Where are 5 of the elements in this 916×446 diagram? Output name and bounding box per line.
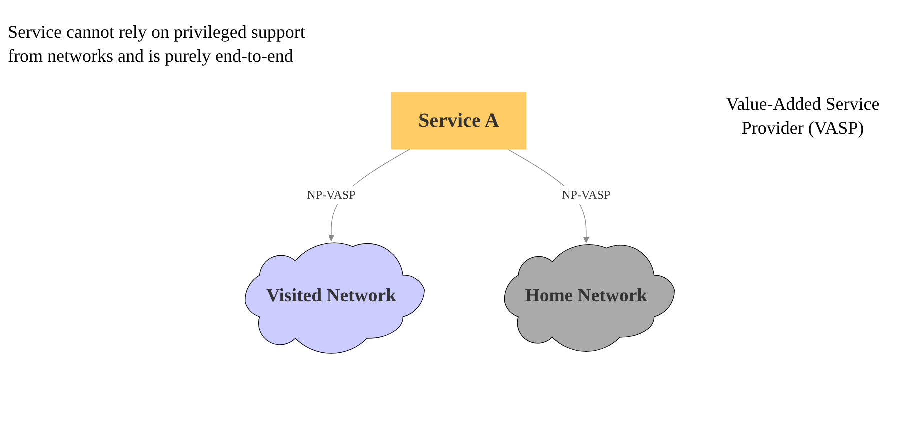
layer-label: Value-Added Service Provider (VASP): [725, 93, 881, 140]
node-box: Service A: [391, 92, 526, 150]
edge-label: NP-VASP: [307, 188, 356, 202]
edge-label: NP-VASP: [562, 188, 611, 202]
note-text: Service cannot rely on privileged support from networks and is purely end-to-end: [8, 21, 306, 68]
